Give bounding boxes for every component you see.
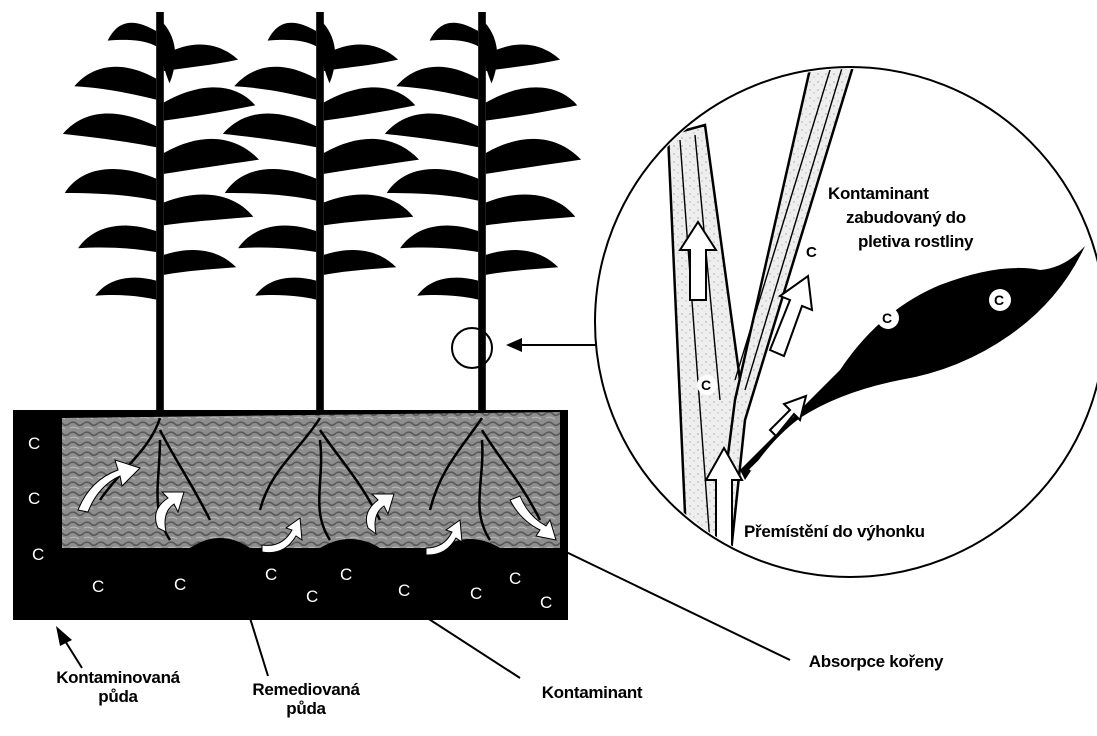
soil-contaminant-c: C <box>265 566 277 583</box>
label-translocation: Přemístění do výhonku <box>744 522 994 541</box>
soil-contaminant-c: C <box>174 576 186 593</box>
label-incorporated-line1: Kontaminant <box>806 182 1006 206</box>
stem-contaminant-c: C <box>701 377 711 394</box>
label-contaminated-soil: Kontaminovaná půda <box>28 668 208 706</box>
plant-3 <box>385 12 581 412</box>
soil-contaminant-c: C <box>509 570 521 587</box>
contaminated-soil-pointer-arrowhead <box>56 626 72 646</box>
label-incorporated-line3: pletiva rostliny <box>806 230 1006 254</box>
label-remediated-soil-line1: Remediovaná <box>226 680 386 699</box>
plant-2 <box>223 12 419 412</box>
label-root-absorption: Absorpce kořeny <box>776 652 976 671</box>
plant-1 <box>63 12 259 412</box>
soil-contaminant-c: C <box>398 582 410 599</box>
zoom-pointer-arrowhead <box>506 338 522 352</box>
leaf-contaminant-c: C <box>994 292 1004 309</box>
zoom-marker-circle <box>452 328 492 368</box>
soil-contaminant-c: C <box>32 546 44 563</box>
soil-contaminant-c: C <box>28 490 40 507</box>
leaf-contaminant-c: C <box>882 310 892 327</box>
soil-contaminant-c: C <box>92 578 104 595</box>
label-contaminant: Kontaminant <box>512 683 672 702</box>
label-remediated-soil: Remediovaná půda <box>226 680 386 718</box>
label-contaminated-soil-line2: půda <box>28 687 208 706</box>
soil-contaminant-c: C <box>28 435 40 452</box>
soil-contaminant-c: C <box>340 566 352 583</box>
soil-contaminant-c: C <box>306 588 318 605</box>
label-contaminated-soil-line1: Kontaminovaná <box>28 668 208 687</box>
label-incorporated: Kontaminant zabudovaný do pletiva rostli… <box>806 182 1006 254</box>
label-incorporated-line2: zabudovaný do <box>806 206 1006 230</box>
label-remediated-soil-line2: půda <box>226 699 386 718</box>
soil-contaminant-c: C <box>470 585 482 602</box>
soil-contaminant-c: C <box>540 594 552 611</box>
